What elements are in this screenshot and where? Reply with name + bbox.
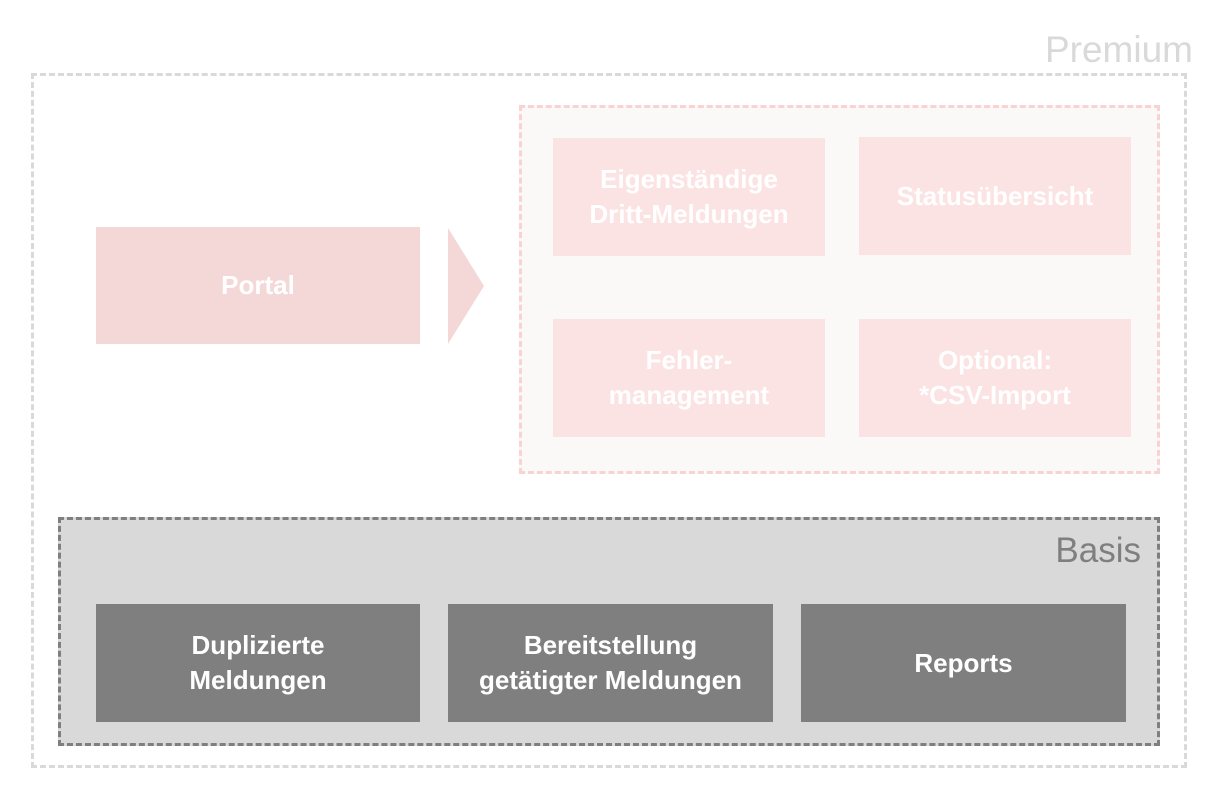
basis-item-reports: Reports xyxy=(801,604,1126,722)
basis-item-provision-reports: Bereitstellung getätigter Meldungen xyxy=(448,604,773,722)
basis-label: Basis xyxy=(1055,531,1141,570)
feature-status-overview: Statusübersicht xyxy=(859,137,1131,255)
premium-frame xyxy=(31,73,1187,768)
feature-error-management: Fehler- management xyxy=(553,319,825,437)
premium-label: Premium xyxy=(1044,29,1193,70)
arrow-right-icon xyxy=(448,228,484,344)
portal-box: Portal xyxy=(96,227,420,344)
feature-third-party-reports: Eigenständige Dritt-Meldungen xyxy=(553,138,825,256)
basis-item-duplicated-reports: Duplizierte Meldungen xyxy=(96,604,420,722)
feature-csv-import: Optional: *CSV-Import xyxy=(859,319,1131,437)
